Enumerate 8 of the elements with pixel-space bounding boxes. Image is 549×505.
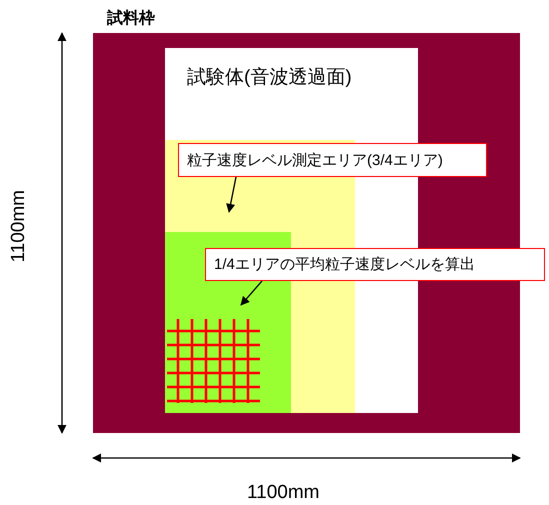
leader-arrow — [240, 280, 262, 306]
leader-arrow — [226, 176, 237, 213]
callout-tooltip: 1/4エリアの平均粒子速度レベルを算出 — [205, 248, 545, 281]
dimension-label: 1100mm — [247, 482, 320, 504]
frame-title: 試料枠 — [107, 8, 155, 29]
dimension-label: 1100mm — [8, 190, 30, 263]
panel-title: 試験体(音波透過面) — [187, 66, 352, 90]
callout-box: 粒子速度レベル測定エリア(3/4エリア) — [178, 143, 487, 177]
